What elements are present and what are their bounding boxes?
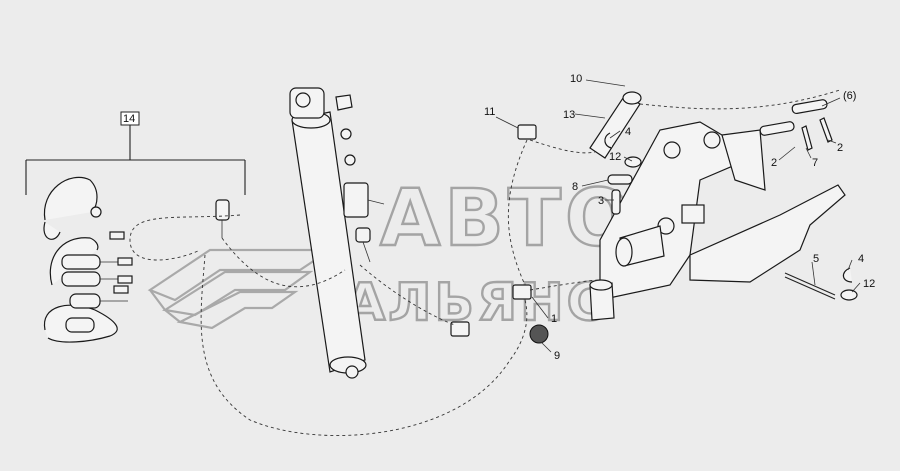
callout-12b: 12 xyxy=(863,278,875,290)
callout-11: 11 xyxy=(484,106,495,118)
watermark-line-1: АВТО xyxy=(380,174,635,264)
callout-12a: 12 xyxy=(609,151,621,163)
group-14-bracket xyxy=(25,111,246,195)
loader-arm-frame xyxy=(589,121,846,321)
callout-9: 9 xyxy=(554,350,560,362)
callout-1: 1 xyxy=(551,313,557,325)
watermark-logo: АВТО АЛЬЯНС xyxy=(147,173,635,334)
leader-lines xyxy=(495,79,861,353)
callout-14: 14 xyxy=(123,113,135,125)
quick-coupler-assembly xyxy=(43,176,230,343)
hydraulic-cylinder xyxy=(289,87,385,379)
callout-4b: 4 xyxy=(858,253,864,265)
callout-3: 3 xyxy=(598,195,604,207)
clamp-11 xyxy=(517,124,537,140)
callout-5: 5 xyxy=(813,253,819,265)
callout-2a: 2 xyxy=(771,157,777,169)
callout-10: 10 xyxy=(570,73,582,85)
callout-4a: 4 xyxy=(625,126,631,138)
callout-labels: 14 11 13 10 4 12 8 3 (6) 2 7 2 5 4 12 1 … xyxy=(123,73,875,362)
callout-6: (6) xyxy=(843,90,856,102)
watermark-line-2: АЛЬЯНС xyxy=(345,273,608,333)
callout-7: 7 xyxy=(812,157,818,169)
callout-2b: 2 xyxy=(837,142,843,154)
callout-8: 8 xyxy=(572,181,578,193)
watermark-emblem-icon xyxy=(147,248,334,330)
hydraulic-hoses xyxy=(129,89,841,437)
callout-13: 13 xyxy=(563,109,575,121)
